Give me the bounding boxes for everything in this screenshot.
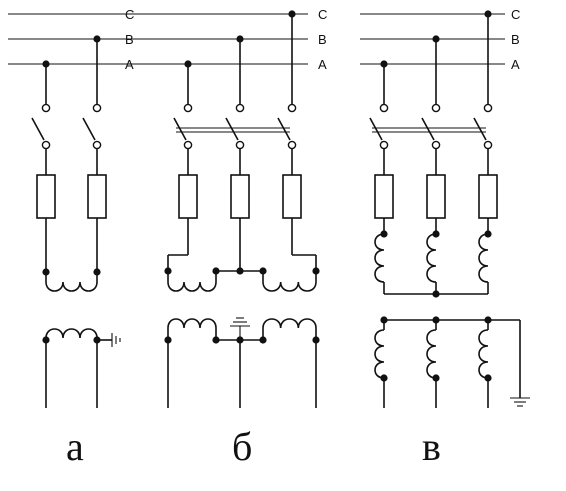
winding-146 xyxy=(478,329,489,379)
panel-caption-v: в xyxy=(422,424,441,469)
terminal-50 xyxy=(287,103,297,113)
winding-75 xyxy=(167,281,217,292)
winding-78 xyxy=(262,318,317,329)
junction-dot-95 xyxy=(380,60,388,68)
wire-3 xyxy=(31,117,45,141)
junction-dot-111 xyxy=(484,10,492,18)
bus-label-b-2: B xyxy=(318,32,327,47)
winding-128 xyxy=(478,233,489,283)
bus-label-a-3: A xyxy=(511,57,520,72)
winding-141 xyxy=(426,329,437,379)
terminal-34 xyxy=(183,103,193,113)
junction-dot-33 xyxy=(184,60,192,68)
junction-dot-1 xyxy=(42,60,50,68)
wire-43 xyxy=(225,117,239,141)
terminal-112 xyxy=(483,103,493,113)
wire-35 xyxy=(173,117,187,141)
terminal-114 xyxy=(483,140,493,150)
bus-label-a-2: A xyxy=(318,57,327,72)
bus-label-b-3: B xyxy=(511,32,520,47)
fuse-6 xyxy=(36,174,56,219)
bus-lines xyxy=(8,13,505,65)
fuse-54 xyxy=(282,174,302,219)
terminal-10 xyxy=(92,103,102,113)
winding-136 xyxy=(374,329,385,379)
winding-22 xyxy=(45,281,98,292)
terminal-98 xyxy=(379,140,389,150)
junction-dot-68 xyxy=(236,267,244,275)
winding-77 xyxy=(167,318,217,329)
winding-122 xyxy=(374,233,385,283)
panel-caption-a: а xyxy=(66,424,84,469)
terminal-44 xyxy=(235,140,245,150)
bus-label-a-1: A xyxy=(125,57,134,72)
terminal-12 xyxy=(92,140,102,150)
terminal-104 xyxy=(431,103,441,113)
bus-labels: C B A C B A C B A xyxy=(125,7,520,72)
wire-97 xyxy=(369,117,383,141)
fuse-100 xyxy=(374,174,394,219)
junction-dot-26 xyxy=(42,336,50,344)
junction-dot-103 xyxy=(432,35,440,43)
circuit-drawing xyxy=(31,10,530,408)
terminal-96 xyxy=(379,103,389,113)
wire-105 xyxy=(421,117,435,141)
winding-125 xyxy=(426,233,437,283)
junction-dot-85 xyxy=(164,336,172,344)
fuse-14 xyxy=(87,174,107,219)
wire-51 xyxy=(277,117,291,141)
terminal-4 xyxy=(41,140,51,150)
fuse-38 xyxy=(178,174,198,219)
bus-label-c-1: C xyxy=(125,7,134,22)
junction-dot-86 xyxy=(212,336,220,344)
terminal-52 xyxy=(287,140,297,150)
junction-dot-41 xyxy=(236,35,244,43)
winding-23 xyxy=(45,328,98,339)
terminal-36 xyxy=(183,140,193,150)
terminal-2 xyxy=(41,103,51,113)
bus-label-b-1: B xyxy=(125,32,134,47)
junction-dot-133 xyxy=(432,290,440,298)
junction-dot-88 xyxy=(259,336,267,344)
bus-label-c-3: C xyxy=(511,7,520,22)
fuse-108 xyxy=(426,174,446,219)
panel-caption-b: б xyxy=(232,424,252,469)
terminal-106 xyxy=(431,140,441,150)
fuse-116 xyxy=(478,174,498,219)
junction-dot-9 xyxy=(93,35,101,43)
fuse-46 xyxy=(230,174,250,219)
terminal-42 xyxy=(235,103,245,113)
junction-dot-49 xyxy=(288,10,296,18)
wire-113 xyxy=(473,117,487,141)
winding-76 xyxy=(262,281,317,292)
bus-label-c-2: C xyxy=(318,7,327,22)
wire-11 xyxy=(82,117,96,141)
junction-dot-89 xyxy=(312,336,320,344)
